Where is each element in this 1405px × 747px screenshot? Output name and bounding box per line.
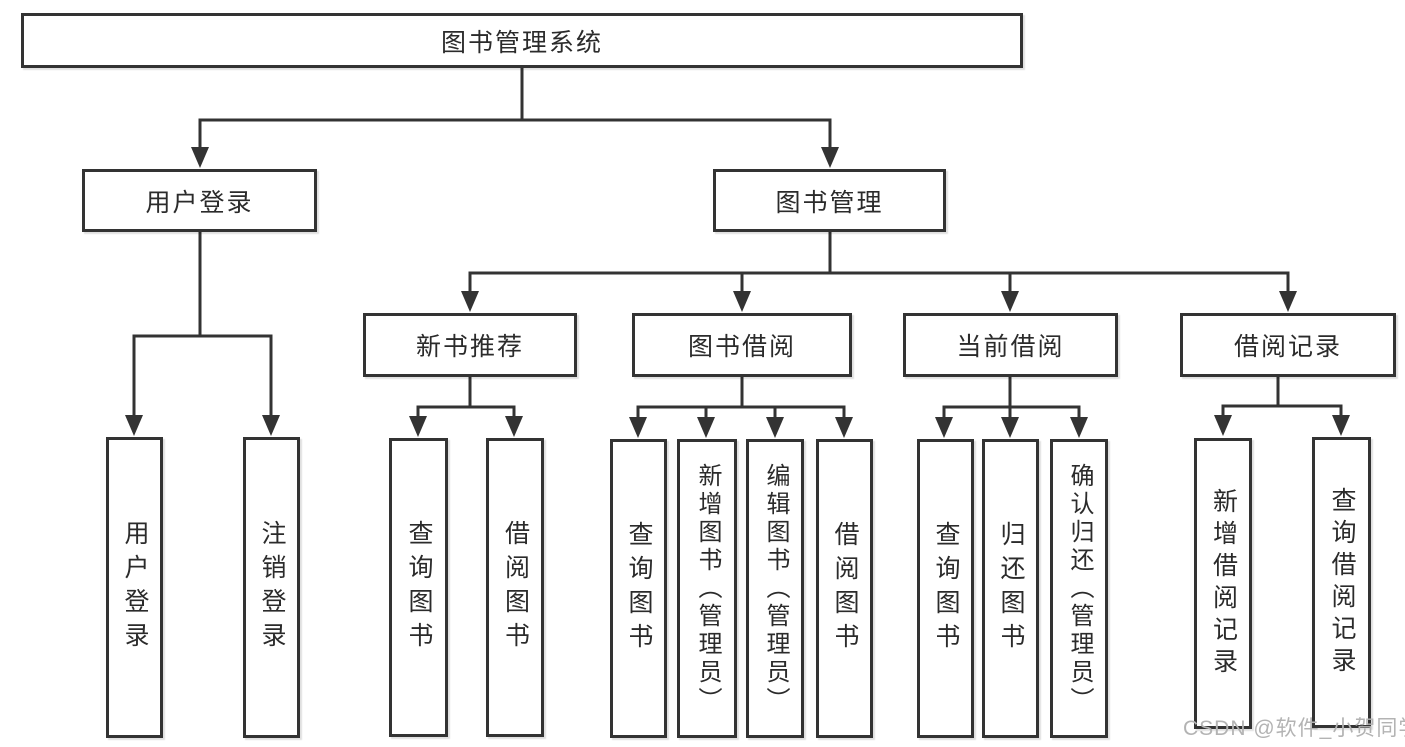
node-label: 借阅图书 [501, 519, 530, 656]
node-book-borrow: 图书借阅 [632, 313, 852, 377]
node-label: 借阅记录 [1233, 333, 1342, 361]
leaf-edit-books-admin: 编辑图书（管理员） [746, 439, 804, 738]
leaf-query-books-borrow: 查询图书 [610, 439, 667, 738]
leaf-user-login: 用户登录 [106, 437, 163, 738]
leaf-borrow-books-recommend: 借阅图书 [486, 438, 544, 737]
node-label: 查询图书 [405, 519, 433, 656]
leaf-return-books: 归还图书 [982, 439, 1039, 738]
node-label: 图书管理系统 [440, 28, 603, 57]
node-label: 借阅图书 [831, 520, 859, 657]
node-label: 注销登录 [258, 519, 286, 656]
leaf-query-books-recommend: 查询图书 [389, 438, 448, 737]
node-label: 当前借阅 [956, 333, 1065, 361]
watermark: CSDN @软件_小贺同学 [1183, 717, 1405, 740]
node-label: 新增图书（管理员） [694, 462, 721, 715]
leaf-confirm-return-admin: 确认归还（管理员） [1050, 439, 1108, 738]
node-label: 新增借阅记录 [1209, 487, 1238, 680]
leaf-query-books-current: 查询图书 [917, 439, 974, 738]
node-label: 查询图书 [625, 520, 653, 657]
node-library-management-system: 图书管理系统 [21, 13, 1023, 68]
node-user-login: 用户登录 [82, 169, 317, 232]
node-label: 查询借阅记录 [1328, 486, 1356, 679]
node-current-borrow: 当前借阅 [903, 313, 1118, 377]
node-label: 图书管理 [775, 188, 884, 217]
node-label: 查询图书 [932, 520, 960, 657]
leaf-add-books-admin: 新增图书（管理员） [677, 439, 737, 738]
node-label: 归还图书 [997, 520, 1025, 657]
node-label: 新书推荐 [415, 333, 524, 361]
node-label: 用户登录 [145, 188, 254, 217]
node-label: 图书借阅 [687, 333, 796, 361]
leaf-borrow-books: 借阅图书 [816, 439, 873, 738]
node-label: 确认归还（管理员） [1066, 462, 1093, 715]
node-label: 编辑图书（管理员） [762, 462, 789, 715]
leaf-logout: 注销登录 [243, 437, 300, 738]
node-book-management: 图书管理 [713, 169, 946, 232]
node-new-book-recommend: 新书推荐 [363, 313, 577, 377]
leaf-query-borrow-record: 查询借阅记录 [1312, 437, 1371, 728]
node-label: 用户登录 [121, 519, 149, 656]
node-borrow-records: 借阅记录 [1180, 313, 1396, 377]
leaf-add-borrow-record: 新增借阅记录 [1194, 438, 1252, 729]
